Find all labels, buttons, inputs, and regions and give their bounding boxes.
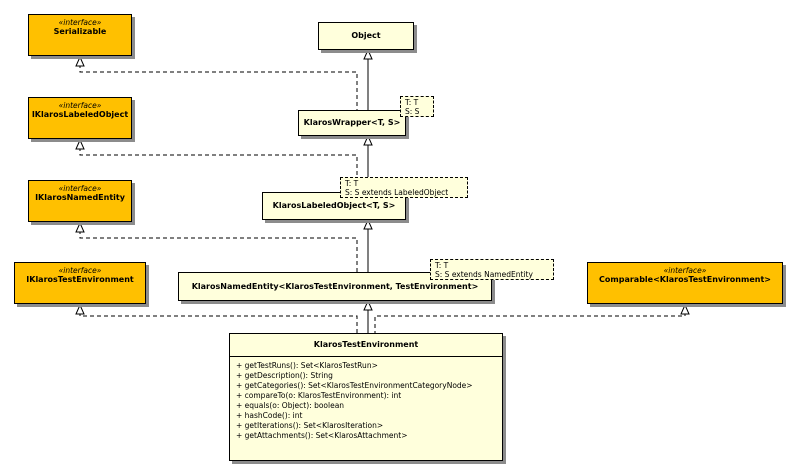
template-param: T: T [405,98,419,107]
template-param: S: S extends NamedEntity [435,270,533,279]
interface-name: Comparable<KlarosTestEnvironment> [599,275,771,284]
arrowhead-wrapper [363,134,373,146]
class-header: KlarosTestEnvironment [230,334,502,357]
interface-comparable[interactable]: «interface» Comparable<KlarosTestEnviron… [587,262,783,304]
arrowhead-ilabeled [75,138,85,150]
method-item: + getAttachments(): Set<KlarosAttachment… [236,431,408,440]
class-klaros-test-environment[interactable]: KlarosTestEnvironment + getTestRuns(): S… [229,333,503,461]
template-param: S: S extends LabeledObject [345,188,449,197]
arrowhead-inamed [75,221,85,233]
arrowhead-itestenv [75,303,85,315]
interface-name: IKlarosNamedEntity [35,193,125,202]
interface-iklaros-named-entity[interactable]: «interface» IKlarosNamedEntity [28,180,132,222]
arrowhead-comparable [680,303,690,315]
method-item: + getDescription(): String [236,371,333,380]
template-param: S: S [405,107,420,116]
arrowhead-named [363,299,373,311]
realizes-line-comparable [374,305,686,333]
class-name: KlarosTestEnvironment [313,340,419,349]
stereotype-label: «interface» [58,18,102,27]
class-object[interactable]: Object [318,22,414,50]
class-name: Object [351,31,381,40]
interface-name: IKlarosLabeledObject [31,110,129,119]
method-list: + getTestRuns(): Set<KlarosTestRun> + ge… [230,357,502,445]
interface-name: IKlarosTestEnvironment [26,275,134,284]
realizes-line-testenv [79,305,358,333]
arrowhead-serializable [75,55,85,67]
class-name: KlarosNamedEntity<KlarosTestEnvironment,… [191,281,479,291]
class-name: KlarosLabeledObject<T, S> [272,201,396,210]
method-item: + compareTo(o: KlarosTestEnvironment): i… [236,391,402,400]
template-params-wrapper: T: T S: S [400,96,434,117]
stereotype-label: «interface» [58,101,102,110]
template-param: T: T [345,179,359,188]
arrowhead-object [363,48,373,60]
template-params-named: T: T S: S extends NamedEntity [430,259,554,280]
method-item: + getIterations(): Set<KlarosIteration> [236,421,384,430]
method-item: + equals(o: Object): boolean [236,401,345,410]
stereotype-label: «interface» [58,184,102,193]
method-item: + getCategories(): Set<KlarosTestEnviron… [236,381,473,390]
interface-iklaros-labeled-object[interactable]: «interface» IKlarosLabeledObject [28,97,132,139]
interface-serializable[interactable]: «interface» Serializable [28,14,132,56]
template-param: T: T [435,261,449,270]
interface-name: Serializable [53,27,107,36]
template-params-labeled: T: T S: S extends LabeledObject [340,177,468,198]
class-klaros-wrapper[interactable]: KlarosWrapper<T, S> [298,110,406,136]
method-item: + hashCode(): int [236,411,303,420]
class-name: KlarosWrapper<T, S> [303,118,401,127]
arrowhead-labeled [363,218,373,230]
stereotype-label: «interface» [58,266,102,275]
method-item: + getTestRuns(): Set<KlarosTestRun> [236,361,378,370]
interface-iklaros-test-environment[interactable]: «interface» IKlarosTestEnvironment [14,262,146,304]
stereotype-label: «interface» [663,266,707,275]
